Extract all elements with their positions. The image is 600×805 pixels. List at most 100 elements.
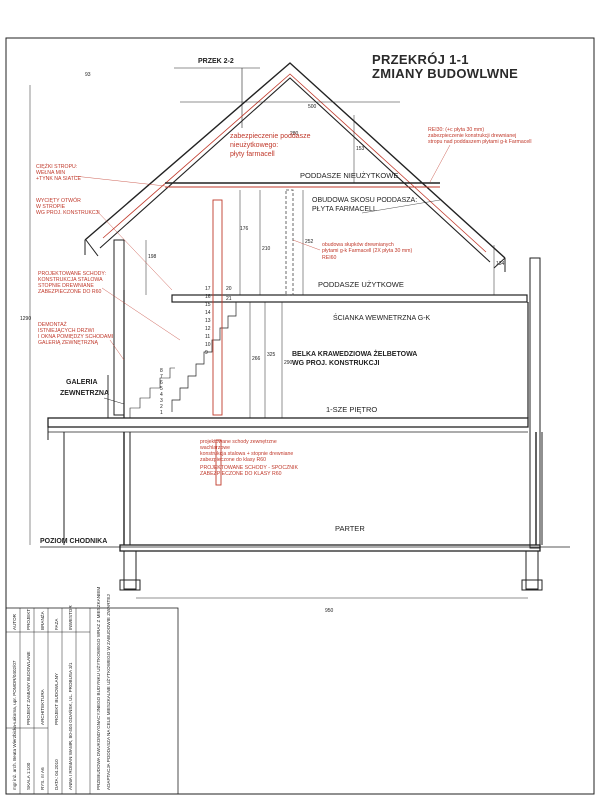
label-gallery-1: GALERIA [66,379,98,386]
red-ext-1: projektowane schody zewnętrzne [200,439,277,445]
tb-label-branch: BRANŻA [39,610,45,630]
dim-floor-3: 290 [284,360,293,366]
red-cut-3: WG PROJ. KONSTRUKCJI [36,210,100,216]
red-protect-3: płyty farmacell [230,151,275,158]
red-stairs-3: STOPNIE DREWNIANE [38,283,94,289]
red-demolish-4: GALERIĄ ZEWNĘTRZNĄ [38,340,98,346]
tb-label-phase: FAZA [54,618,59,630]
red-ext-5: PROJEKTOWANE SCHODY - SPOCZNIK [200,465,298,471]
dim-attic-1: 176 [240,226,249,232]
step-numbers: 17 16 15 14 13 12 11 10 9 20 21 8 7 6 5 … [160,286,232,416]
attic-used-slab [171,294,528,303]
room-ground-floor: PARTER [335,524,365,533]
red-ext-4: zabezpieczone do klasy R60 [200,457,266,463]
ground-floor-slab [119,544,541,552]
label-wall-gk: ŚCIANKA WEWNETRZNA G-K [333,313,431,322]
dimension-lines [29,85,528,599]
red-rei-3: stropu nad poddaszem płytami g-k Farmace… [428,139,532,145]
svg-text:16: 16 [205,294,211,300]
svg-text:9: 9 [205,350,208,356]
tb-label-project: PROJEKT [26,609,31,630]
dim-floor-1: 266 [252,356,261,362]
tb-value-date: DATA: 04.2010 [54,759,59,790]
svg-text:8: 8 [160,368,163,374]
tb-value-project: PROJEKT ZAMIANY BUDOWLANE [26,651,31,725]
room-attic-used: PODDASZE UŻYTKOWE [318,280,404,289]
red-protect-1: zabezpieczenie poddasze [230,133,311,140]
tb-value-investor: ANNA I ROMAN WAMR, 80-404 GDAŃSK, UL. PR… [67,662,73,790]
red-demolish-2: ISTNIEJĄCYCH DRZWI [38,328,94,334]
red-rei-2: zabezpieczenie konstrukcji drewnianej [428,133,516,139]
title-line1: PRZEKRÓJ 1-1 [372,52,469,67]
svg-text:21: 21 [226,296,232,302]
red-protect-2: nieużytkowego: [230,142,278,149]
red-posts-2: płytami g-k Farmacell (2X płyta 30 mm) [322,248,412,254]
stairs-lower [129,367,175,418]
post-middle [285,189,294,296]
red-ext-3: konstrukcja stalowa + stopnie drewniane [200,451,293,457]
dim-side-right: 134 [496,261,505,267]
tb-desc-2: ADAPTACJA PODDASZA NA CELE MIESZKALNE UŻ… [105,594,111,790]
svg-text:20: 20 [226,286,232,292]
title-line2: ZMIANY BUDOWLWNE [372,66,518,81]
tb-desc-1: PRZEBUDOWA DWUKONDYGNACYJNEGO BUDYNKU UŻ… [95,587,101,790]
svg-text:2: 2 [160,404,163,410]
svg-text:15: 15 [205,302,211,308]
dim-total-span: 950 [325,608,334,614]
red-stairs-4: ZABEZPIECZONE DO R60 [38,289,102,295]
tb-value-author: mgr inż. arch. Beata Wierzbicka-Łakoma, … [12,660,17,790]
ext-stair-post [215,439,222,486]
red-demolish-3: I OKNA POMIĘDZY SCHODAMI [38,334,113,340]
svg-text:1: 1 [160,410,163,416]
svg-text:5: 5 [160,386,163,392]
roof [84,62,541,549]
tb-value-branch: ARCHITEKTURA [40,688,45,725]
svg-text:11: 11 [205,334,210,340]
red-ext-2: wachlarzowe [200,445,230,451]
dim-floor-2: 325 [267,352,276,358]
post-left [212,199,223,416]
dim-slope: 153 [356,146,365,152]
room-first-floor: 1-SZE PIĘTRO [326,405,377,414]
svg-text:10: 10 [205,342,211,348]
first-floor-slab [47,417,529,428]
label-slope-2: PŁYTA FARMACELL [312,206,377,213]
red-demolish-1: DEMONTAŻ [38,321,67,328]
room-attic-unused: PODDASZE NIEUŻYTKOWE [300,171,398,180]
dim-small: 93 [85,72,91,78]
label-ground-level: POZIOM CHODNIKA [40,538,107,545]
red-posts-3: REI60 [322,255,337,261]
svg-text:14: 14 [205,310,211,316]
label-beam-2: WG PROJ. KONSTRUKCJI [292,360,380,367]
red-ext-6: ZABEZPIECZONE DO KLASY R60 [200,471,282,477]
red-stairs-2: KONSTRUKCJA STALOWA [38,277,103,283]
sheet-frame [5,37,595,795]
tb-label-author: AUTOR [12,613,17,630]
foundation-left [123,550,137,590]
label-slope-1: OBUDOWA SKOSU PODDASZA: [312,197,417,204]
svg-text:6: 6 [160,380,163,386]
tb-value-phase: PROJEKT BUDOWLANY [54,673,59,725]
dim-attic-2: 210 [262,246,271,252]
svg-text:12: 12 [205,326,211,332]
red-ceiling-1: CIĘŻKI STROPU: [36,163,77,170]
svg-text:13: 13 [205,318,211,324]
dim-ridge-width: 500 [308,104,317,110]
svg-text:7: 7 [160,374,163,380]
dim-attic-3: 252 [305,239,314,245]
dim-top: 280 [290,131,299,137]
stairs-upper [171,294,237,412]
title-block: AUTOR mgr inż. arch. Beata Wierzbicka-Ła… [5,587,179,795]
red-rei-1: REI30: (+c płyta 30 mm) [428,127,484,133]
red-posts-1: obudowa słupków drewnianych [322,242,394,248]
svg-text:3: 3 [160,398,163,404]
svg-text:4: 4 [160,392,163,398]
red-cut-2: W STROPIE [36,204,66,210]
svg-text:17: 17 [205,286,211,292]
label-beam-1: BELKA KRAWEDZIOWA ŻELBETOWA [292,350,417,358]
section-ref-label: PRZEK 2-2 [198,58,234,65]
tb-label-investor: INWESTOR [68,605,73,630]
red-stairs-1: PROJEKTOWANE SCHODY: [38,271,106,277]
